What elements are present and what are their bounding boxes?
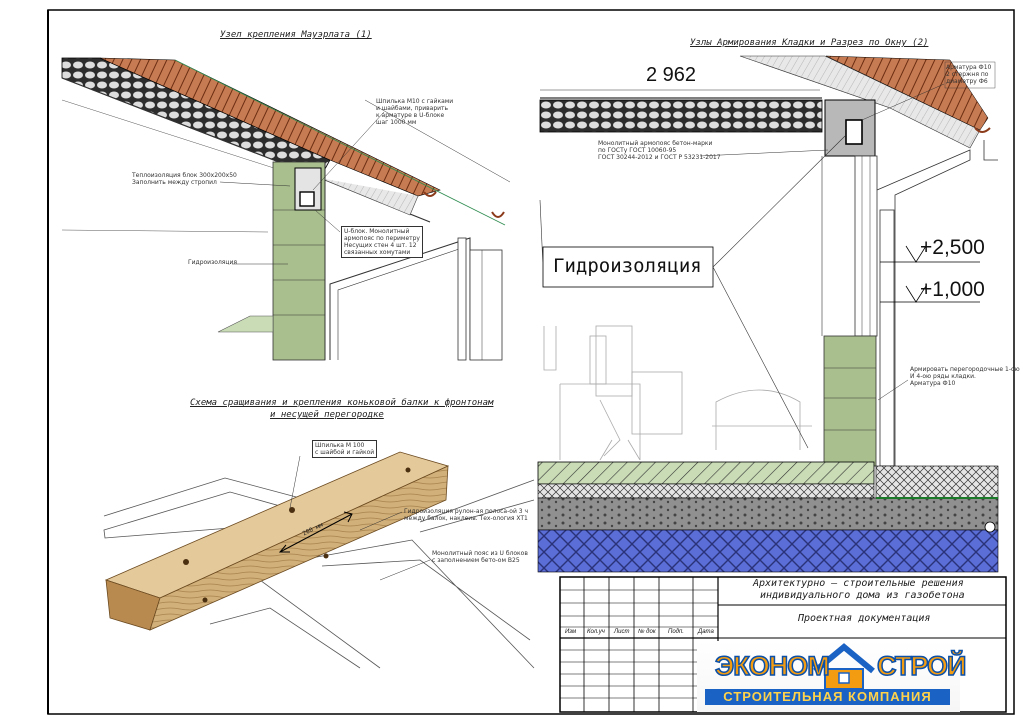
title-ridge-line1: Схема сращивания и крепления коньковой б… [190,398,494,408]
stamp-header-doc: № док [638,629,656,635]
ceiling-insulation [539,99,823,133]
note-rebar-bottom: Армировать перегородочные 1-ою И 4-ою ря… [910,366,1020,387]
stamp-header-list: Лист [614,629,630,635]
note-ribbon: Монолитный армопояс бетон-марки по ГОСТу… [598,140,721,161]
dimension-width: 2 962 [646,64,697,86]
beam-side [149,465,449,631]
title-mauerlat: Узел крепления Мауэрлата (1) [220,30,372,40]
detail-ridge-beam [103,451,535,669]
doc-type: Проектная документация [798,613,931,624]
furniture-sketch [543,325,812,461]
title-window-section: Узлы Армирования Кладки и Разрез по Окну… [690,38,929,48]
note-waterproof-small: Гидроизоляция [188,259,237,266]
detail-mauerlat [61,57,511,361]
stamp-header-sign: Подп. [668,629,684,635]
wall-below-window [823,335,877,467]
note-thermal: Теплоизоляция блок 300х200х50 Заполнить … [132,172,237,186]
beam-top [104,451,450,599]
logo-word-stroy: СТРОЙ [876,650,967,682]
logo-subtitle: СТРОИТЕЛЬНАЯ КОМПАНИЯ [705,689,950,705]
callout-waterproofing: Гидроизоляция [553,255,702,277]
title-ridge-line2: и несущей перегородке [270,410,384,420]
logo-word-econom: ЭКОНОМ [714,650,830,682]
note-concrete: Монолитный пояс из U блоков с заполнение… [432,550,528,564]
level-low: +1,000 [920,278,985,301]
roof-tiles [99,57,441,197]
stamp-header-kol: Кол.уч [587,629,605,635]
detail-window-section [537,55,999,573]
note-rebar-top: Арматура Ф10 2 стержня по диаметру Ф6 [946,64,992,85]
level-high: +2,500 [920,236,985,259]
gravel-layer [537,497,999,531]
stamp-header-izm: Изм [565,629,577,635]
note-stud: Шпилька М10 с гайками и шайбами, привари… [376,98,454,126]
note-waterproof-roll: Гидроизоляция рулон-ая полоса-ой 3 ч меж… [404,508,529,522]
project-title-line1: Архитектурно – строительные решения [753,578,964,589]
floor-slab [537,461,875,485]
soil-layer [537,529,999,573]
company-logo: ЭКОНОМ СТРОЙ СТРОИТЕЛЬНАЯ КОМПАНИЯ [697,641,967,712]
project-title-line2: индивидуального дома из газобетона [760,590,965,601]
note-ublock: U-блок. Монолитный армопояс по периметру… [341,226,423,258]
note-pin: Шпилька М 100 с шайбой и гайкой [312,440,378,458]
stamp-header-date: Дата [698,629,714,635]
